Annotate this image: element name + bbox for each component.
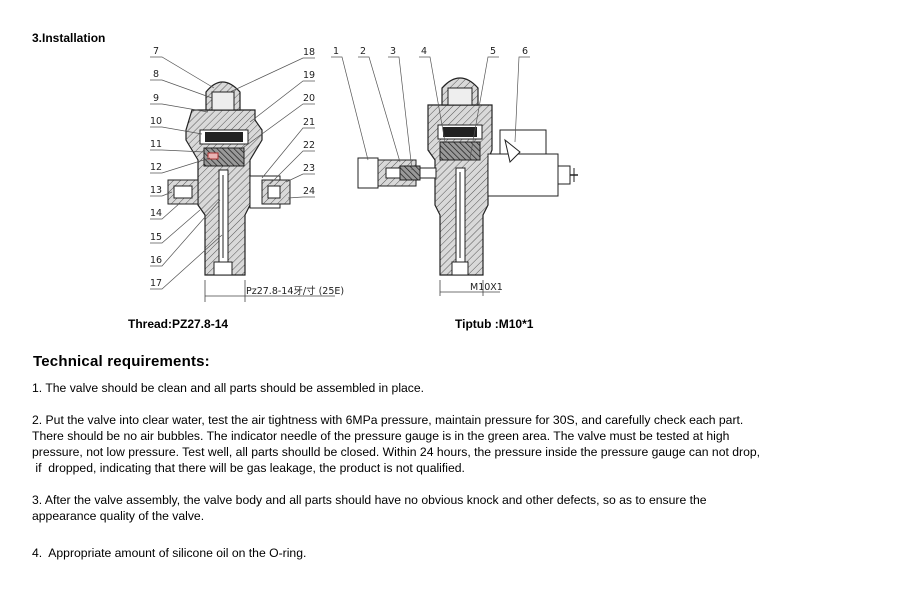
tiptub-caption: Tiptub :M10*1 (455, 317, 534, 331)
callout-6: 6 (522, 46, 528, 57)
callout-1: 1 (333, 46, 339, 57)
technical-requirements-heading: Technical requirements: (33, 353, 210, 370)
second-view-callouts: 1 2 3 4 5 6 (331, 46, 530, 171)
right-dimension-label: M10X1 (470, 282, 503, 293)
section-title: 3.Installation (32, 31, 106, 45)
callout-14: 14 (150, 208, 162, 219)
callout-12: 12 (150, 162, 162, 173)
callout-7: 7 (153, 46, 159, 57)
requirement-line: 4. Appropriate amount of silicone oil on… (32, 546, 307, 560)
callout-24: 24 (303, 186, 315, 197)
requirement-line: pressure, not low pressure. Test well, a… (32, 445, 761, 459)
left-dimension-label: Pz27.8-14牙/寸 (25E) (246, 285, 344, 297)
requirement-4: 4. Appropriate amount of silicone oil on… (32, 545, 852, 561)
requirement-2: 2. Put the valve into clear water, test … (32, 412, 852, 476)
requirement-line: 3. After the valve assembly, the valve b… (32, 493, 707, 507)
callout-21: 21 (303, 117, 315, 128)
callout-2: 2 (360, 46, 366, 57)
requirement-line: appearance quality of the valve. (32, 509, 205, 523)
callout-3: 3 (390, 46, 396, 57)
callout-19: 19 (303, 70, 315, 81)
right-section-view: M10X1 1 2 3 4 5 6 (331, 46, 578, 296)
requirement-line: 2. Put the valve into clear water, test … (32, 413, 744, 427)
requirement-1: 1. The valve should be clean and all par… (32, 380, 852, 396)
valve-technical-drawing: Pz27.8-14牙/寸 (25E) 7 8 9 10 11 12 13 14 … (150, 46, 578, 302)
callout-5: 5 (490, 46, 496, 57)
callout-11: 11 (150, 139, 162, 150)
callout-23: 23 (303, 163, 315, 174)
callout-22: 22 (303, 140, 315, 151)
right-callouts: 18 19 20 21 22 23 24 (229, 47, 315, 199)
callout-17: 17 (150, 278, 162, 289)
callout-15: 15 (150, 232, 162, 243)
callout-18: 18 (303, 47, 315, 58)
callout-16: 16 (150, 255, 162, 266)
callout-10: 10 (150, 116, 162, 127)
callout-4: 4 (421, 46, 427, 57)
callout-9: 9 (153, 93, 159, 104)
callout-8: 8 (153, 69, 159, 80)
requirement-line: There should be no air bubbles. The indi… (32, 429, 730, 443)
requirement-3: 3. After the valve assembly, the valve b… (32, 492, 852, 524)
callout-20: 20 (303, 93, 315, 104)
left-callouts: 7 8 9 10 11 12 13 14 15 16 17 (150, 46, 223, 290)
requirement-line: 1. The valve should be clean and all par… (32, 381, 425, 395)
thread-caption: Thread:PZ27.8-14 (128, 317, 229, 331)
callout-13: 13 (150, 185, 162, 196)
left-section-view: Pz27.8-14牙/寸 (25E) 7 8 9 10 11 12 13 14 … (150, 46, 344, 302)
requirement-line: if dropped, indicating that there will b… (32, 461, 465, 475)
